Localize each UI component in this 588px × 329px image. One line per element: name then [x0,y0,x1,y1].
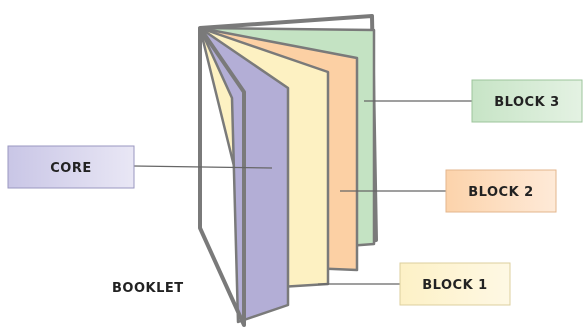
core-label: CORE [50,161,91,176]
block2-label-box: BLOCK 2 [445,169,557,213]
front-cover [198,26,246,327]
block1-label-box: BLOCK 1 [399,262,511,306]
block1-label: BLOCK 1 [422,278,487,293]
block3-label-box: BLOCK 3 [471,79,583,123]
booklet-label: BOOKLET [112,281,184,296]
block3-label: BLOCK 3 [494,95,559,110]
core-leader-line [133,165,273,169]
core-label-box: CORE [7,145,135,189]
block2-label: BLOCK 2 [468,185,533,200]
